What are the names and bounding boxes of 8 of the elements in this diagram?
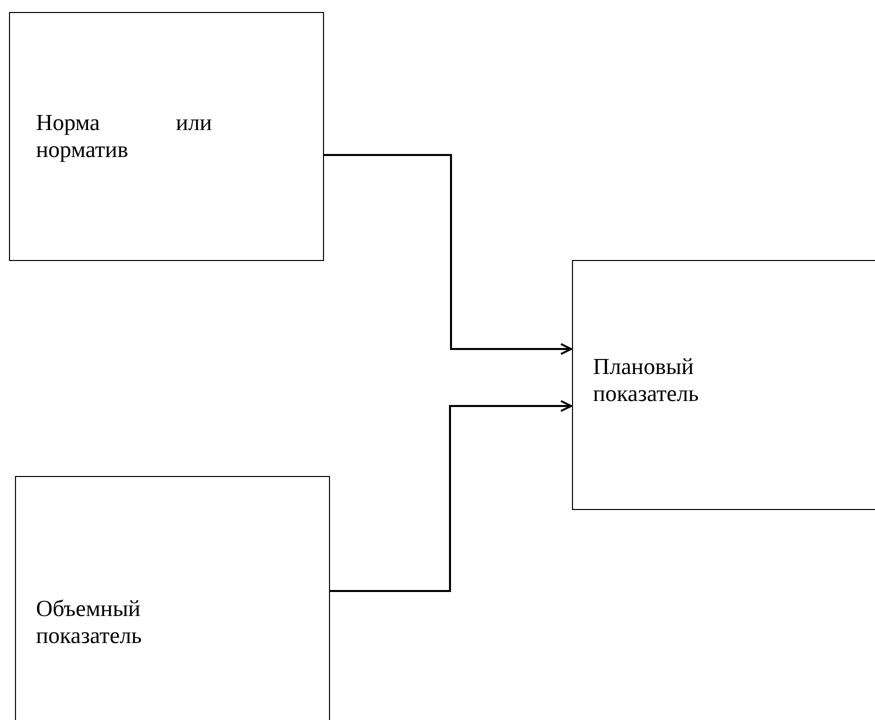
process-box xyxy=(15,476,330,720)
box-label: Норма или норматив xyxy=(36,109,212,163)
box-label: Объемный показатель xyxy=(36,595,143,649)
arrow xyxy=(330,400,572,592)
process-box xyxy=(572,260,875,510)
arrow xyxy=(324,154,572,355)
process-box xyxy=(9,12,324,261)
box-label: Плановый показатель xyxy=(593,353,700,407)
